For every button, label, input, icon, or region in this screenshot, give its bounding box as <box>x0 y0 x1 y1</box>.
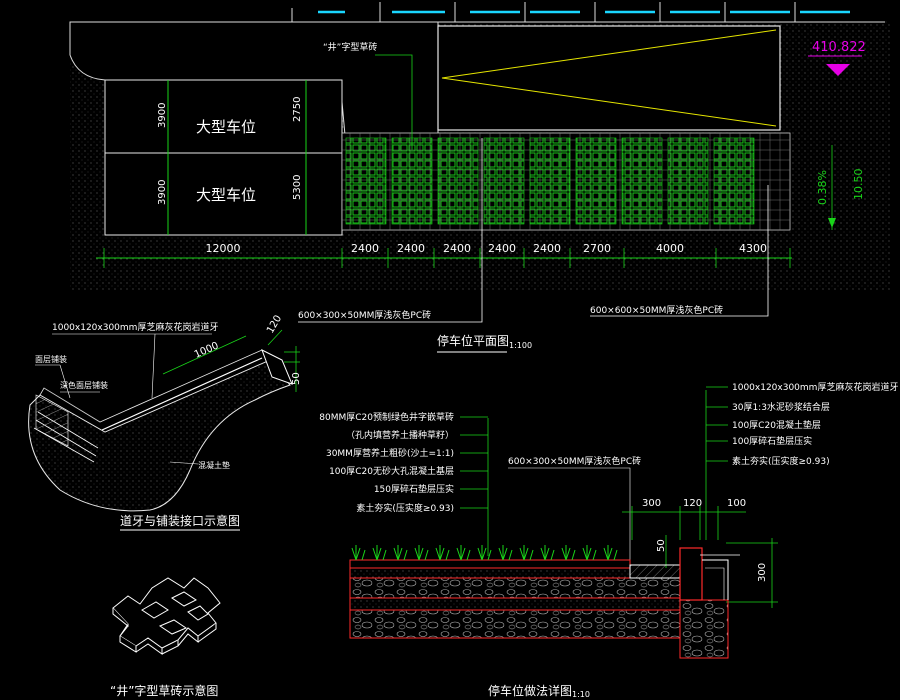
dim-5300: 5300 <box>292 175 303 200</box>
grass-brick-block <box>345 137 387 225</box>
dim-label: 2400 <box>397 242 425 255</box>
grass-tuft <box>435 545 450 561</box>
sec-dim-120: 120 <box>683 498 702 509</box>
right-layer-note: 30厚1:3水泥砂浆结合层 <box>732 401 830 413</box>
grass-tuft <box>393 545 408 561</box>
grass-tuft <box>456 545 471 561</box>
dim-label: 2400 <box>533 242 561 255</box>
sec-dim-300v: 300 <box>757 563 768 582</box>
grass-tuft <box>561 545 576 561</box>
grass-tuft <box>582 545 597 561</box>
left-layer-note: 素土夯实(压实度≥0.93) <box>356 502 454 514</box>
section-scale: 1:10 <box>572 690 590 699</box>
section-detail: 80MM厚C20预制绿色井字嵌草砖 （孔内填营养土播种草籽） 30MM厚营养土粗砂(… <box>319 381 898 699</box>
dim-label: 12000 <box>206 242 241 255</box>
left-layer-note: 150厚碎石垫层压实 <box>374 483 454 495</box>
curb-dim-50: 50 <box>291 372 302 385</box>
dim-label: 2400 <box>351 242 379 255</box>
grass-tuft <box>540 545 555 561</box>
left-layer-note: （孔内填营养土播种草籽） <box>346 429 454 441</box>
dim-3900-b: 3900 <box>157 180 168 205</box>
dim-label: 2400 <box>443 242 471 255</box>
grass-brick-block <box>391 137 433 225</box>
sec-dim-50: 50 <box>656 539 667 552</box>
large-stall-area <box>104 79 343 236</box>
grass-tuft <box>519 545 534 561</box>
grass-brick-title: “井”字型草砖示意图 <box>110 683 218 698</box>
sec-dim-300: 300 <box>642 498 661 509</box>
dim-labels: 12000 2400 2400 2400 2400 2400 2700 4000 4300 <box>206 242 768 255</box>
grass-brick-block <box>713 137 755 225</box>
dim-label: 2700 <box>583 242 611 255</box>
elevation-marker <box>826 64 850 76</box>
grass-brick-block <box>575 137 617 225</box>
slope-length: 10.50 <box>852 169 865 201</box>
dim-label: 4300 <box>739 242 767 255</box>
curb-title: 道牙与铺装接口示意图 <box>120 513 240 528</box>
dim-label: 4000 <box>656 242 684 255</box>
left-layer-note: 30MM厚营养土粗砂(沙土=1:1) <box>326 447 454 459</box>
grass-tuft <box>603 545 618 561</box>
grass-brick-iso: “井”字型草砖示意图 <box>110 577 221 698</box>
curb-stone <box>261 348 293 385</box>
curb-dim-120: 120 <box>265 313 284 335</box>
right-layer-note: 1000x120x300mm厚芝麻灰花岗岩道牙 <box>732 381 898 393</box>
ramp-triangle <box>441 29 777 127</box>
right-layer-note: 100厚C20混凝土垫层 <box>732 419 821 431</box>
curb-detail: 1000x120x300mm厚芝麻灰花岗岩道牙 1000 120 50 面层铺装… <box>28 313 302 531</box>
grass-brick-blocks <box>345 137 755 225</box>
grass-tuft <box>414 545 429 561</box>
right-layer-note: 100厚碎石垫层压实 <box>732 435 812 447</box>
right-layer-note: 素土夯实(压实度≥0.93) <box>732 455 830 467</box>
left-layer-note: 80MM厚C20预制绿色井字嵌草砖 <box>319 411 454 423</box>
grass-brick-label: “井”字型草砖 <box>323 41 377 53</box>
left-layer-note: 100厚C20无砂大孔混凝土基层 <box>329 465 454 477</box>
stall-label-2: 大型车位 <box>196 186 256 204</box>
curb-label-bottom: 混凝土垫 <box>198 460 230 470</box>
pc-note-left: 600×300×50MM厚浅灰色PC砖 <box>298 309 431 321</box>
plan-title: 停车位平面图 <box>437 333 509 348</box>
grass-brick-block <box>621 137 663 225</box>
grass-tuft <box>372 545 387 561</box>
grass-brick-block <box>529 137 571 225</box>
stall-label-1: 大型车位 <box>196 118 256 136</box>
left-layer-notes: 80MM厚C20预制绿色井字嵌草砖 （孔内填营养土播种草籽） 30MM厚营养土粗砂(… <box>319 411 488 514</box>
grass-tufts <box>351 545 618 561</box>
section-pc-note: 600×300×50MM厚浅灰色PC砖 <box>508 455 641 467</box>
grass-brick-block <box>483 137 525 225</box>
dim-label: 2400 <box>488 242 516 255</box>
right-layer-notes: 1000x120x300mm厚芝麻灰花岗岩道牙 30厚1:3水泥砂浆结合层 100厚… <box>706 381 898 467</box>
curb-top-note: 1000x120x300mm厚芝麻灰花岗岩道牙 <box>52 321 218 333</box>
pc-note-right: 600×600×50MM厚浅灰色PC砖 <box>590 304 723 316</box>
curb-dim-1000: 1000 <box>193 340 221 360</box>
grass-tuft <box>498 545 513 561</box>
dim-ticks <box>103 248 791 268</box>
dim-2750: 2750 <box>292 97 303 122</box>
grass-tuft <box>477 545 492 561</box>
curb-label-base: 深色面层铺装 <box>60 380 108 390</box>
slope-value: 0.38% <box>816 170 829 205</box>
grass-brick-block <box>437 137 479 225</box>
grass-tuft <box>351 545 366 561</box>
building-outline <box>437 25 781 131</box>
roof-segments <box>291 2 850 22</box>
elevation-value: 410.822 <box>812 40 866 55</box>
sec-dim-100: 100 <box>727 498 746 509</box>
curb-soil <box>28 359 291 512</box>
grass-brick-block <box>667 137 709 225</box>
dim-3900-a: 3900 <box>157 103 168 128</box>
curb-label-surface: 面层铺装 <box>35 354 67 364</box>
plan-view: 大型车位 大型车位 3900 3900 2750 5300 “井”字型草砖 41… <box>69 2 890 353</box>
plan-scale: 1:100 <box>509 341 532 350</box>
section-title: 停车位做法详图 <box>488 683 572 698</box>
